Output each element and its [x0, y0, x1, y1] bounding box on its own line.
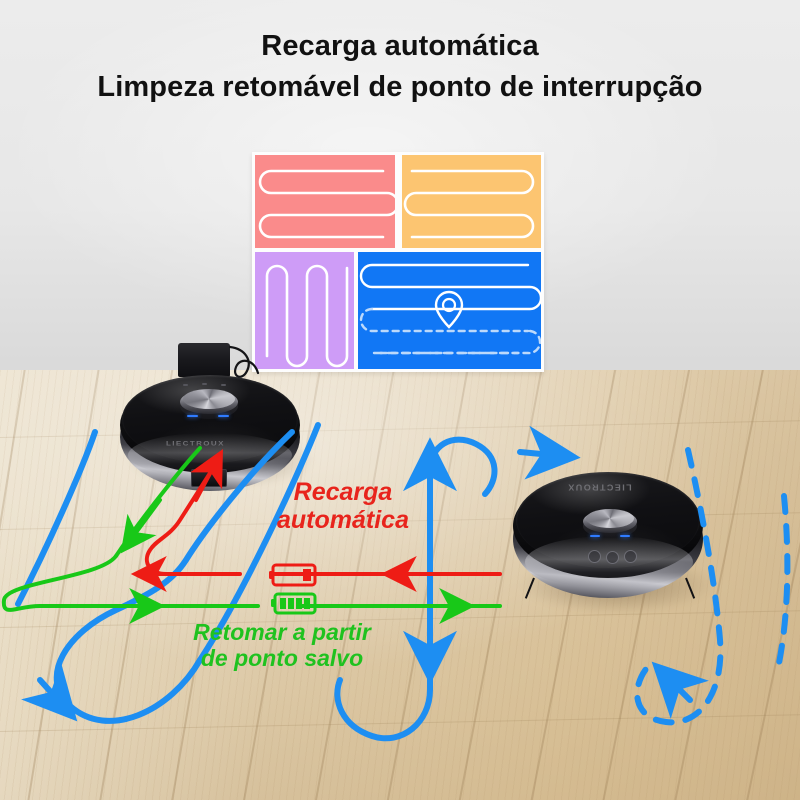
robot-brand-label: LIECTROUX — [166, 439, 225, 448]
robot-brand-label: LIECTROUX — [567, 482, 632, 492]
battery-low-icon — [269, 563, 317, 587]
status-led-2 — [202, 383, 207, 385]
map-room-3 — [255, 252, 354, 369]
lidar-sensor — [183, 389, 235, 409]
lidar-sensor — [586, 509, 634, 528]
lidar-led-left — [590, 535, 600, 537]
map-room-2 — [402, 155, 541, 248]
map-room-1 — [255, 155, 395, 248]
resume-annotation: Retomar a partir de ponto salvo — [193, 619, 371, 671]
map-room-4 — [358, 252, 541, 369]
lidar-led-right — [218, 415, 229, 417]
power-button[interactable] — [606, 551, 619, 564]
location-pin-icon — [434, 290, 464, 329]
status-led-3 — [221, 384, 226, 386]
title-line-2: Limpeza retomável de ponto de interrupçã… — [97, 71, 703, 103]
charging-dock — [178, 343, 230, 377]
lidar-led-right — [620, 535, 630, 537]
title-line-1: Recarga automática — [261, 30, 539, 62]
page-title: Recarga automática Limpeza retomável de … — [0, 28, 800, 106]
lidar-led-left — [187, 415, 198, 417]
dust-bin-port — [191, 469, 227, 487]
robot-cleaning: LIECTROUX — [505, 452, 715, 622]
floor-plan-map — [252, 152, 544, 372]
spot-button[interactable] — [624, 550, 637, 563]
home-button[interactable] — [588, 550, 601, 563]
battery-full-icon — [271, 592, 317, 615]
recharge-annotation: Recarga automática — [277, 478, 409, 534]
status-led-1 — [183, 384, 188, 386]
